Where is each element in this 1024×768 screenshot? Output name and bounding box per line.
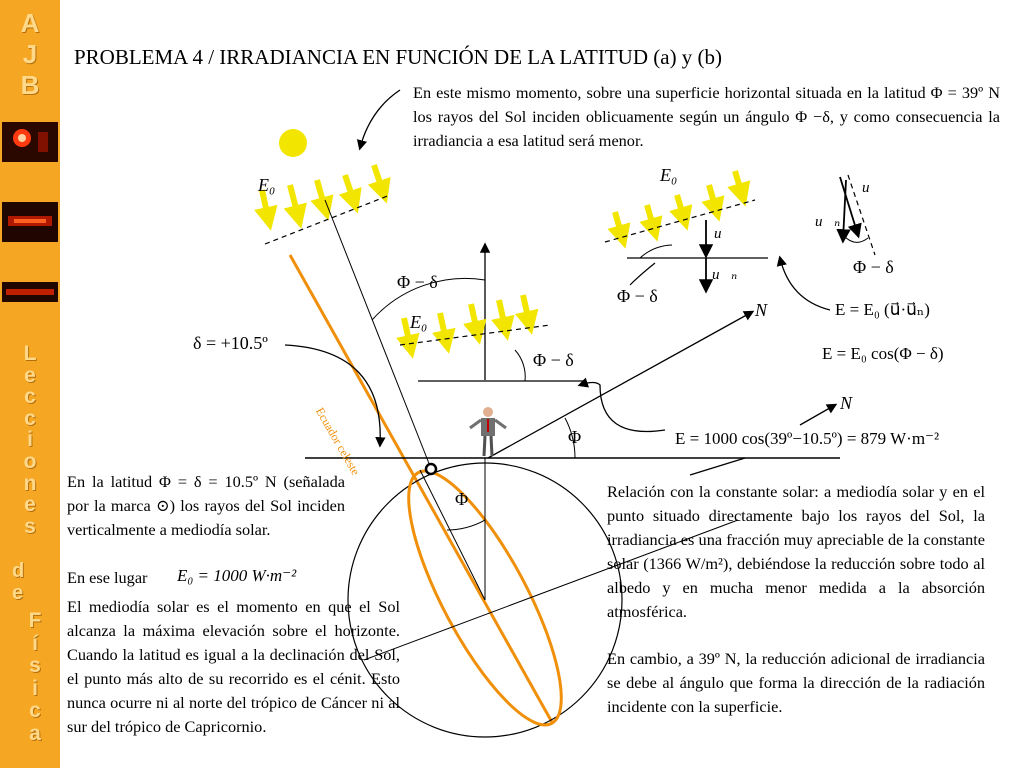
equator-plane-line [363,519,739,661]
sidebar-letter: e [24,363,36,387]
sidebar-letter: c [24,406,36,430]
label-phi-minus-delta-4: Φ − δ [853,257,894,277]
label-un-triangle: u⃗ₙ [815,214,841,230]
sidebar-letter: o [23,449,37,473]
sidebar-letter: n [23,471,37,495]
label-phi-minus-delta-1: Φ − δ [397,272,438,292]
sidebar-letter: e [12,582,24,604]
sidebar: A J B L e c c i o n e s d e F í s i c a [0,0,60,768]
sidebar-logo-ajb: A J B [0,8,60,101]
sidebar-lecciones: L e c c i o n e s [0,343,60,537]
sun-rays-mid [396,294,539,359]
label-delta-value: δ = +10.5º [193,333,268,353]
angle-arc-phi-earth [446,519,486,531]
text-top-right: En este mismo momento, sobre una superfi… [413,83,1000,150]
earth-radius-line-2 [419,469,486,601]
sidebar-letter: c [29,699,41,722]
label-phi-1: Φ [568,427,582,447]
text-right-2: En cambio, a 39º N, la reducción adicion… [607,649,985,716]
sidebar-thumbnail-1 [2,122,58,162]
sidebar-letter: L [23,342,37,365]
normal-arrow-n-small [799,403,838,426]
sidebar-fisica: F í s i c a [5,609,65,745]
label-e0-right: E₀ [660,165,678,185]
label-e0-mid: E₀ [410,312,428,332]
text-left-3: El mediodía solar es el momento en que e… [67,597,400,736]
label-u-right: u⃗ [714,226,734,242]
label-u-triangle: u⃗ [862,180,882,196]
sidebar-letter: í [32,631,38,655]
equation-e0-1000: E₀ = 1000 W·m⁻² [177,566,297,585]
label-phi-minus-delta-2: Φ − δ [533,350,574,370]
sidebar-letter: s [29,654,41,677]
text-left-1: En la latitud Φ = δ = 10.5º N (señalada … [67,472,345,539]
text-right-1: Relación con la constante solar: a medio… [607,482,985,621]
ecuador-line [288,254,555,725]
ecuador-ellipse [407,469,563,727]
sun-rays-main [254,164,391,231]
sidebar-letter: i [27,428,33,452]
angle-arc-phi [564,417,576,459]
page-title: PROBLEMA 4 / IRRADIANCIA EN FUNCIÓN DE L… [74,45,723,69]
equation-dot: E = E₀ (u⃗·u⃗ₙ) [835,300,930,319]
sidebar-letter: e [24,493,36,517]
callout-arrow-phi-delta-mid [577,377,666,433]
callout-arrow-top [356,89,401,151]
text-left-2: En ese lugar [67,568,148,587]
label-n-1: N [755,300,768,320]
normal-arrow-n [487,310,755,459]
label-phi-2: Φ [455,489,469,509]
angle-arc-right [639,244,673,259]
wavefront-mid [399,324,551,346]
sidebar-de: d e [12,560,24,604]
angle-arc-triangle [842,234,869,243]
sidebar-letter: d [12,560,25,582]
sun-rays-right [607,170,751,249]
sidebar-letter: A [20,8,40,38]
sidebar-letter: B [20,70,40,100]
sidebar-letter: c [24,385,36,409]
label-e0-main: E₀ [258,175,276,195]
sidebar-letter: i [32,676,38,700]
callout-line-result [689,457,746,476]
wavefront-right [604,199,756,243]
label-n-2: N [840,393,853,413]
equation-result: E = 1000 cos(39º−10.5º) = 879 W·m⁻² [675,429,940,448]
callout-arrow-delta [284,344,386,448]
callout-arrow-eq [776,255,831,311]
u-vector-triangle [839,176,862,239]
sidebar-letter: a [29,721,41,745]
callout-arrow-right [629,262,656,286]
sidebar-thumbnail-2 [2,202,58,242]
angle-arc-phi-delta [371,277,486,321]
sun-ray-line [324,199,431,467]
person-figure [469,407,507,457]
wavefront-main [264,194,391,245]
label-un-right: u⃗ₙ [712,267,738,283]
sidebar-letter: s [24,514,36,538]
sun-icon [279,129,307,157]
label-phi-minus-delta-3: Φ − δ [617,286,658,306]
sidebar-thumbnail-3 [2,282,58,302]
latitude-marker [424,462,438,476]
sidebar-letter: J [22,39,38,69]
un-vector-triangle [836,179,851,244]
equation-cos: E = E₀ cos(Φ − δ) [822,344,944,363]
sidebar-letter: F [28,609,42,632]
angle-arc-mid [514,349,526,382]
